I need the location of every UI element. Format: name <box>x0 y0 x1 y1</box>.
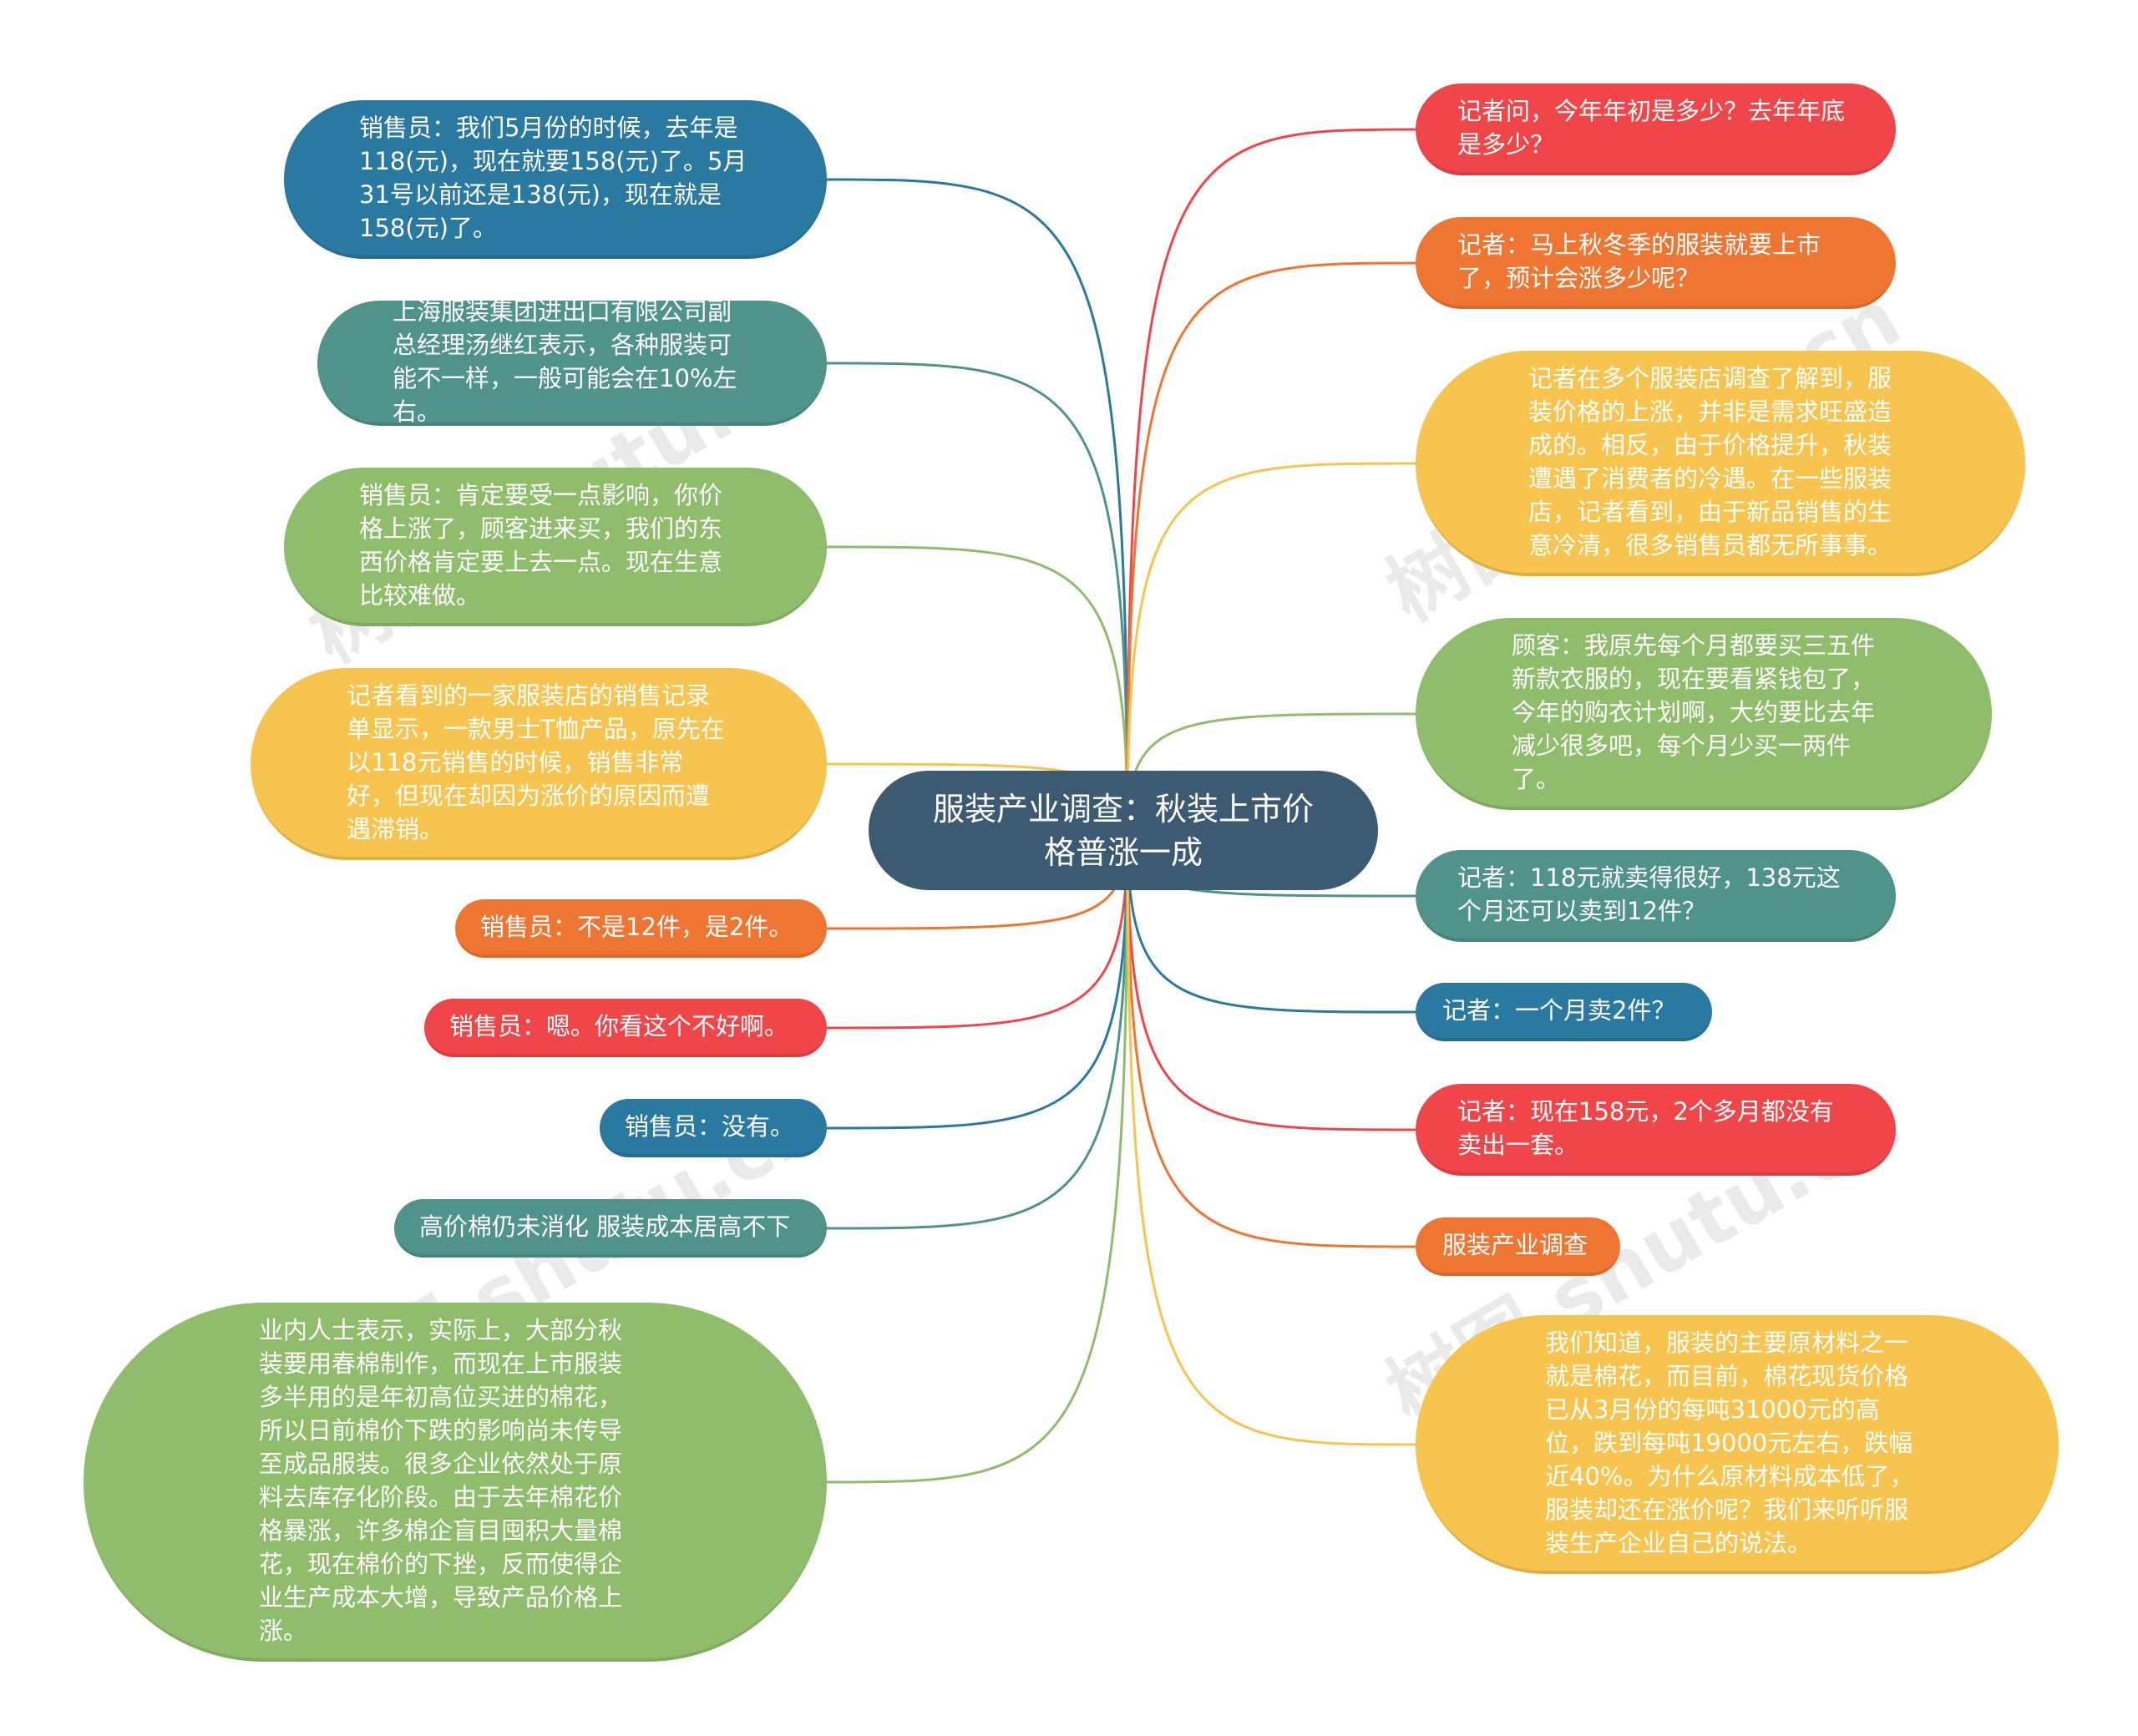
connector-line <box>826 830 1129 1130</box>
left-node-9[interactable]: 业内人士表示，实际上，大部分秋装要用春棉制作，而现在上市服装多半用的是年初高位买… <box>84 1303 827 1662</box>
node-text: 记者：现在158元，2个多月都没有卖出一套。 <box>1457 1097 1834 1159</box>
node-text: 销售员：没有。 <box>625 1112 795 1141</box>
node-text: 服装产业调查 <box>1442 1231 1588 1259</box>
right-node-8[interactable]: 服装产业调查 <box>1416 1217 1620 1276</box>
left-node-1[interactable]: 销售员：我们5月份的时候，去年是118(元)，现在就要158(元)了。5月31号… <box>284 100 827 259</box>
right-node-6[interactable]: 记者：一个月卖2件？ <box>1416 983 1712 1041</box>
right-node-4[interactable]: 顾客：我原先每个月都要买三五件新款衣服的，现在要看紧钱包了，今年的购衣计划啊，大… <box>1416 618 1992 810</box>
connector-line <box>1126 830 1416 1131</box>
right-node-2[interactable]: 记者：马上秋冬季的服装就要上市了，预计会涨多少呢？ <box>1416 217 1896 309</box>
right-node-5[interactable]: 记者：118元就卖得很好，138元这个月还可以卖到12件？ <box>1416 850 1896 942</box>
connector-line <box>1126 830 1416 1248</box>
node-text: 销售员：我们5月份的时候，去年是118(元)，现在就要158(元)了。5月31号… <box>359 114 747 242</box>
right-node-1[interactable]: 记者问，今年年初是多少？去年年底是多少？ <box>1416 84 1896 175</box>
connector-line <box>1126 128 1416 832</box>
connector-line <box>1126 261 1416 832</box>
root-topic-label: 服装产业调查：秋装上市价格普涨一成 <box>932 790 1314 871</box>
node-text: 销售员：肯定要受一点影响，你价格上涨了，顾客进来买，我们的东西价格肯定要上去一点… <box>359 481 723 610</box>
right-node-9[interactable]: 我们知道，服装的主要原材料之一就是棉花，而目前，棉花现货价格已从3月份的每吨31… <box>1416 1315 2059 1574</box>
node-text: 销售员：嗯。你看这个不好啊。 <box>449 1012 789 1040</box>
left-node-6[interactable]: 销售员：嗯。你看这个不好啊。 <box>424 999 827 1057</box>
node-text: 记者：马上秋冬季的服装就要上市了，预计会涨多少呢？ <box>1457 230 1821 292</box>
left-node-5[interactable]: 销售员：不是12件，是2件。 <box>455 899 827 958</box>
right-node-7[interactable]: 记者：现在158元，2个多月都没有卖出一套。 <box>1416 1084 1896 1176</box>
right-node-3[interactable]: 记者在多个服装店调查了解到，服装价格的上涨，并非是需求旺盛造成的。相反，由于价格… <box>1416 351 2025 576</box>
connector-line <box>1126 830 1416 1446</box>
left-node-8[interactable]: 高价棉仍未消化 服装成本居高不下 <box>394 1199 827 1258</box>
connector-line <box>1126 462 1416 832</box>
node-text: 记者问，今年年初是多少？去年年底是多少？ <box>1457 97 1846 159</box>
left-node-2[interactable]: 上海服装集团进出口有限公司副总经理汤继红表示，各种服装可能不一样，一般可能会在1… <box>317 297 827 426</box>
connector-line <box>826 830 1129 1484</box>
node-text: 销售员：不是12件，是2件。 <box>480 913 793 941</box>
connector-line <box>826 545 1129 832</box>
root-topic[interactable]: 服装产业调查：秋装上市价格普涨一成 <box>869 771 1378 890</box>
node-text: 记者：118元就卖得很好，138元这个月还可以卖到12件？ <box>1457 863 1841 925</box>
node-text: 记者看到的一家服装店的销售记录单显示，一款男士T恤产品，原先在以118元销售的时… <box>347 681 725 843</box>
node-text: 业内人士表示，实际上，大部分秋装要用春棉制作，而现在上市服装多半用的是年初高位买… <box>259 1316 623 1645</box>
node-text: 顾客：我原先每个月都要买三五件新款衣服的，现在要看紧钱包了，今年的购衣计划啊，大… <box>1512 631 1876 793</box>
connector-line <box>826 830 1129 1030</box>
left-node-7[interactable]: 销售员：没有。 <box>600 1099 827 1157</box>
connector-line <box>1126 830 1416 1014</box>
node-text: 记者在多个服装店调查了解到，服装价格的上涨，并非是需求旺盛造成的。相反，由于价格… <box>1528 364 1892 559</box>
left-node-3[interactable]: 销售员：肯定要受一点影响，你价格上涨了，顾客进来买，我们的东西价格肯定要上去一点… <box>284 468 827 626</box>
connector-line <box>826 830 1129 1230</box>
connector-line <box>826 362 1129 832</box>
left-node-4[interactable]: 记者看到的一家服装店的销售记录单显示，一款男士T恤产品，原先在以118元销售的时… <box>251 668 827 860</box>
node-text: 记者：一个月卖2件？ <box>1442 996 1676 1025</box>
node-text: 高价棉仍未消化 服装成本居高不下 <box>419 1212 791 1241</box>
node-text: 上海服装集团进出口有限公司副总经理汤继红表示，各种服装可能不一样，一般可能会在1… <box>393 297 737 426</box>
connector-line <box>826 178 1129 832</box>
node-text: 我们知道，服装的主要原材料之一就是棉花，而目前，棉花现货价格已从3月份的每吨31… <box>1545 1329 1914 1557</box>
